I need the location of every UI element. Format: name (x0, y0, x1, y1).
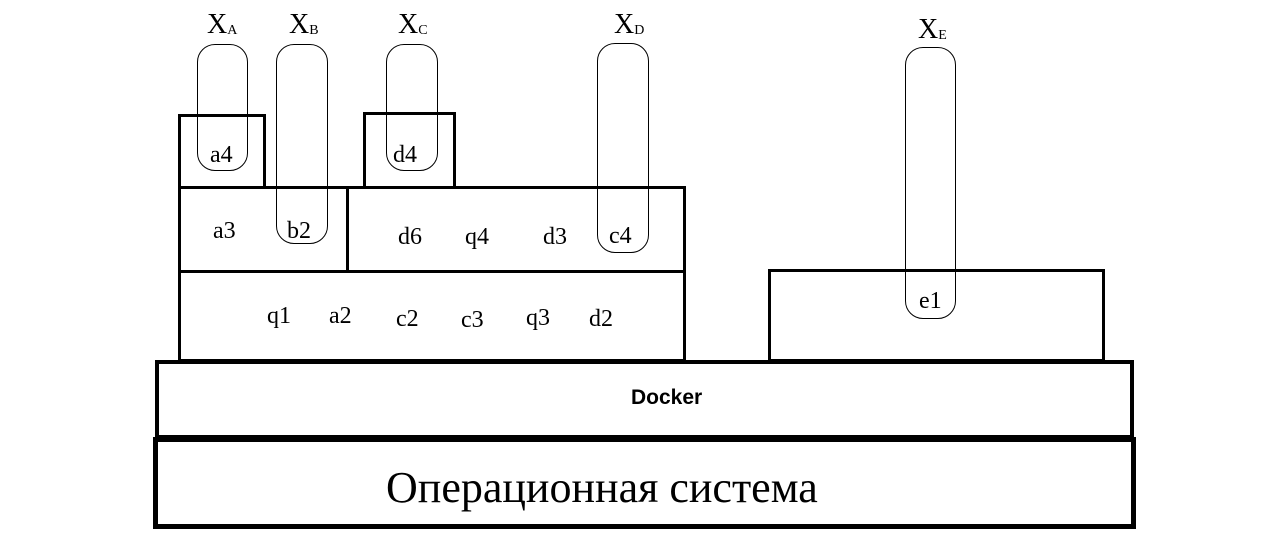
os-label: Операционная система (386, 463, 818, 512)
cell-q1: q1 (267, 303, 291, 329)
selection-xd (597, 43, 649, 253)
cell-d2: d2 (589, 306, 613, 332)
cell-q3: q3 (526, 305, 550, 331)
docker-layer (155, 360, 1134, 439)
container-d-layer (346, 186, 686, 273)
selection-xc (386, 44, 438, 171)
selection-xe (905, 47, 956, 319)
container-a-top (178, 114, 266, 189)
label-xb: XB (289, 9, 319, 40)
cell-a3: a3 (213, 218, 236, 244)
cell-c3: c3 (461, 307, 484, 333)
cell-c2: c2 (396, 306, 419, 332)
label-xe: XE (918, 14, 947, 45)
selection-xa (197, 44, 248, 171)
cell-q4: q4 (465, 224, 489, 250)
base-container-right (768, 269, 1105, 362)
cell-e1: e1 (919, 288, 942, 314)
cell-d6: d6 (398, 224, 422, 250)
selection-xb (276, 44, 328, 244)
docker-label: Docker (631, 386, 703, 409)
container-d-top (363, 112, 456, 189)
label-xc: XC (398, 9, 428, 40)
label-xa: XA (207, 9, 238, 40)
cell-d3: d3 (543, 224, 567, 250)
cell-a4: a4 (210, 142, 233, 168)
cell-a2: a2 (329, 303, 352, 329)
label-xd: XD (614, 9, 645, 40)
os-layer (153, 437, 1136, 529)
